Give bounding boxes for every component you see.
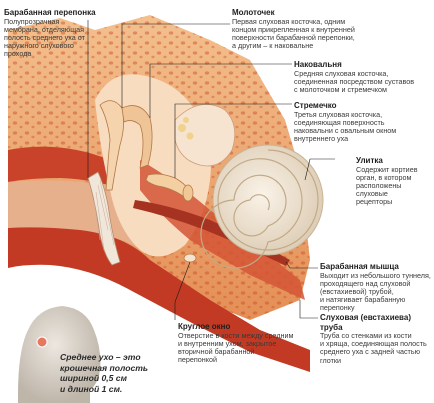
head-silhouette-icon bbox=[18, 306, 101, 403]
incus bbox=[121, 105, 153, 169]
label-incus: Наковальня Средняя слуховая косточка, со… bbox=[294, 60, 415, 94]
tympanic-muscle bbox=[133, 200, 290, 266]
ear-canal-lower-wall bbox=[8, 225, 310, 372]
label-stapes: Стремечко Третья слуховая косточка, соед… bbox=[294, 101, 397, 144]
oval-window bbox=[182, 184, 194, 202]
cochlea bbox=[200, 144, 324, 269]
round-window bbox=[183, 253, 197, 263]
label-cochlea: Улитка Содержит кортиев орган, в котором… bbox=[356, 156, 418, 207]
leader-lines bbox=[87, 20, 335, 320]
label-eustachian-tube: Слуховая (евстахиева) труба Труба со сте… bbox=[320, 313, 427, 365]
nerve-fibers bbox=[178, 117, 194, 140]
label-tympanic-muscle: Барабанная мышца Выходит из небольшого т… bbox=[320, 262, 431, 313]
inner-ear-vestibule bbox=[174, 103, 236, 167]
label-eardrum: Барабанная перепонка Полупрозрачная мемб… bbox=[4, 8, 96, 59]
label-round-window: Круглое окно Отверстие в кости между сре… bbox=[178, 322, 294, 365]
label-malleus: Молоточек Первая слуховая косточка, одни… bbox=[232, 8, 355, 51]
eardrum-fibers bbox=[93, 179, 115, 251]
eardrum bbox=[87, 171, 121, 266]
middle-ear-size-note: Среднее ухо – это крошечная полость шири… bbox=[60, 352, 148, 394]
malleus bbox=[99, 100, 124, 191]
